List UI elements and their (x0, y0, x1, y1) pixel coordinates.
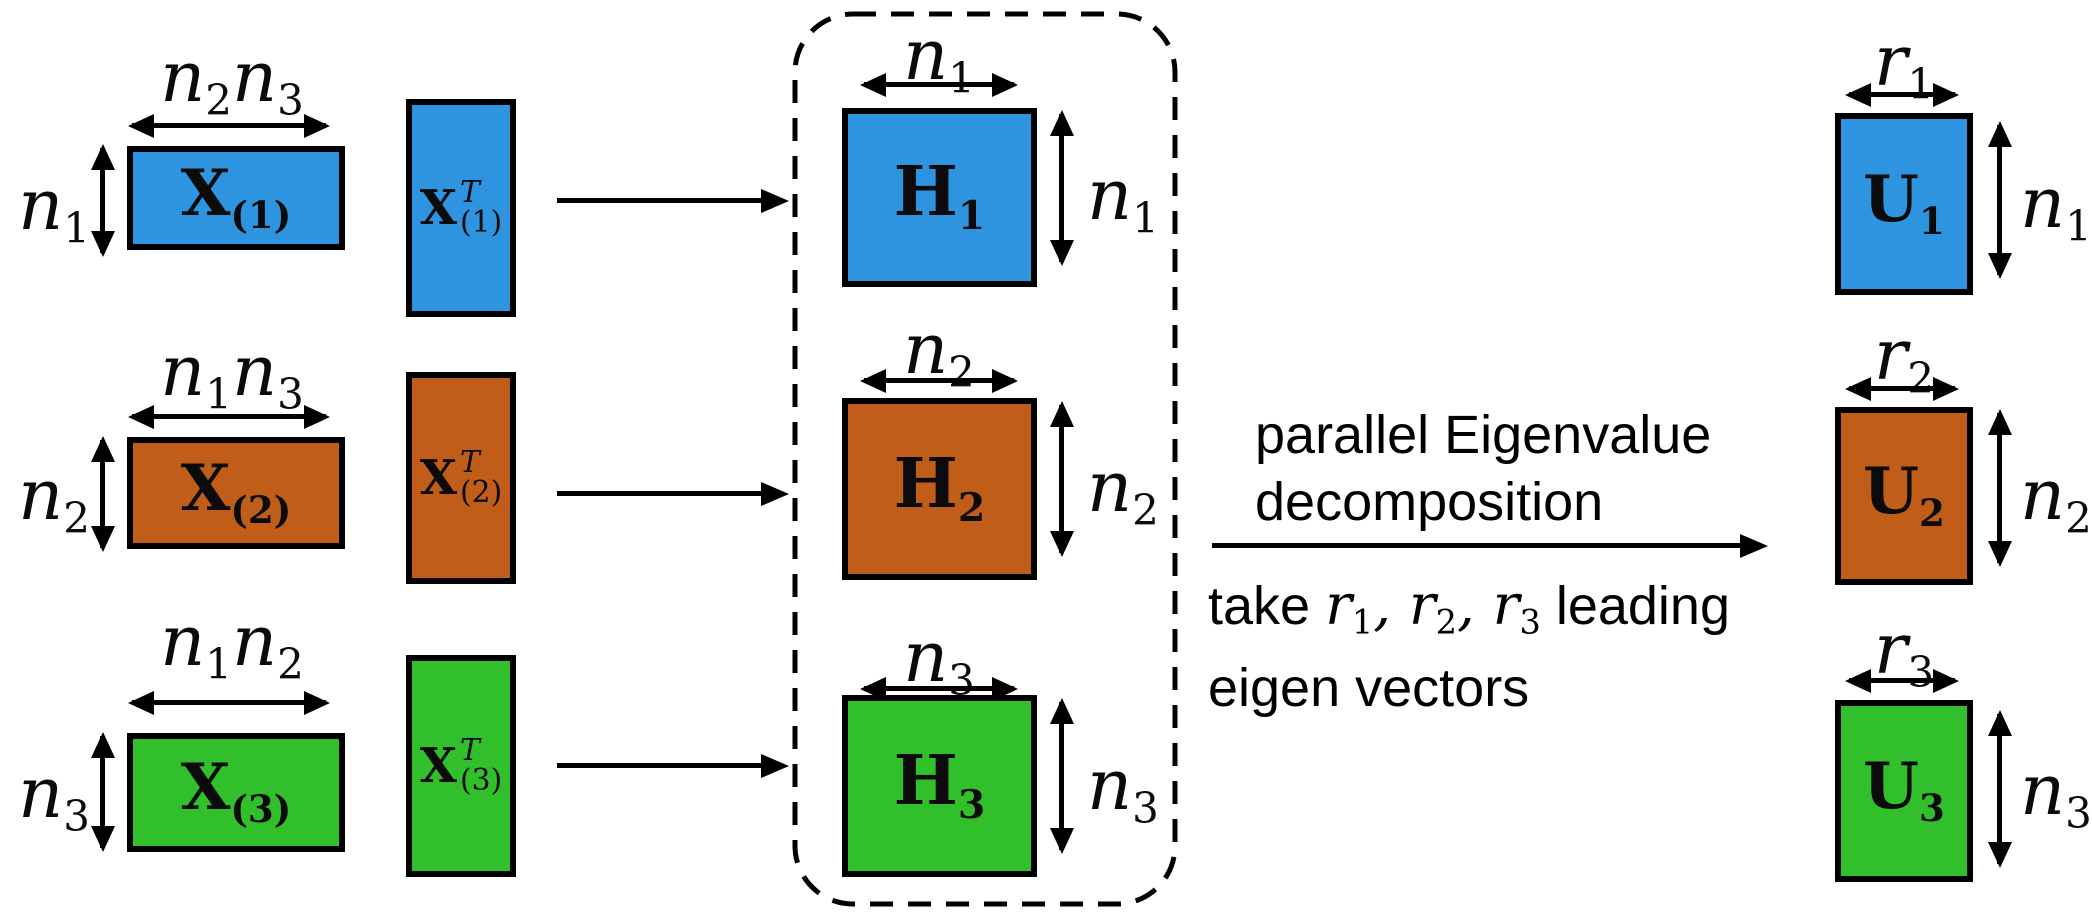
x3-width-arrow (132, 700, 326, 705)
x1-height-label: n1 (18, 164, 90, 253)
x1-width-arrow (132, 123, 326, 128)
h3-width-label: n3 (903, 616, 975, 705)
eigendecomposition-arrow (1212, 543, 1740, 548)
h1-label: H1 (893, 152, 986, 240)
gram-matrices-group-box (792, 11, 1178, 907)
h3-label: H3 (893, 740, 986, 828)
h2-width-arrow (864, 378, 1014, 383)
h2-label: H2 (893, 443, 986, 531)
matrix-x1: X(1) (127, 146, 345, 250)
matrix-x3: X(3) (127, 733, 345, 852)
caption-line-2: decomposition (1255, 472, 1604, 532)
x1-to-h1-arrow (557, 198, 761, 203)
u2-height-label: n2 (2020, 454, 2092, 543)
caption-line-1: parallel Eigenvalue (1255, 405, 1712, 465)
x2-width-arrow (132, 414, 326, 419)
u1-height-arrow (1997, 125, 2002, 275)
x1-width-label: n2n3 (160, 36, 304, 125)
matrix-u1: U1 (1835, 113, 1973, 295)
h2-width-label: n2 (903, 308, 975, 397)
u1-label: U1 (1863, 161, 1945, 243)
x1-height-arrow (100, 148, 105, 253)
u3-height-label: n3 (2020, 749, 2092, 838)
x2-height-arrow (100, 440, 105, 548)
matrix-h2: H2 (842, 398, 1037, 580)
h2-height-arrow (1059, 405, 1064, 553)
x2-to-h2-arrow (557, 491, 761, 496)
matrix-u2: U2 (1835, 407, 1973, 585)
u3-width-label: r3 (1873, 608, 1935, 697)
h1-width-arrow (864, 82, 1014, 87)
matrix-h3: H3 (842, 695, 1037, 877)
u2-height-arrow (1997, 413, 2002, 563)
x3-height-arrow (100, 736, 105, 848)
h1-height-label: n1 (1087, 154, 1159, 243)
u1-width-arrow (1849, 92, 1955, 97)
eigendecomposition-caption-below: take r1, r2, r3 leading eigen vectors (1208, 572, 1730, 722)
x2-width-label: n1n3 (160, 330, 304, 419)
x3-height-label: n3 (18, 752, 90, 841)
u3-height-arrow (1997, 714, 2002, 864)
u2-label: U2 (1863, 453, 1945, 535)
x1-label: X(1) (180, 155, 292, 237)
h1-height-arrow (1059, 114, 1064, 262)
u2-width-label: r2 (1873, 314, 1935, 403)
eigendecomposition-caption-above: parallel Eigenvalue decomposition (1255, 402, 1711, 536)
u3-width-arrow (1849, 678, 1955, 683)
caption-line-3: take r1, r2, r3 leading (1208, 573, 1730, 642)
matrix-h1: H1 (842, 108, 1037, 287)
u3-label: U3 (1863, 748, 1945, 830)
x3-width-label: n1n2 (160, 600, 304, 689)
u1-height-label: n1 (2020, 162, 2092, 251)
u2-width-arrow (1849, 386, 1955, 391)
h3-height-label: n3 (1087, 744, 1159, 833)
h3-height-arrow (1059, 702, 1064, 850)
x3-to-h3-arrow (557, 763, 761, 768)
x3-label: X(3) (180, 750, 292, 832)
x2-height-label: n2 (18, 454, 90, 543)
h3-width-arrow (864, 686, 1014, 691)
h2-height-label: n2 (1087, 446, 1159, 535)
matrix-x2: X(2) (127, 437, 345, 549)
u1-width-label: r1 (1873, 20, 1935, 109)
caption-line-4: eigen vectors (1208, 658, 1530, 719)
x2-label: X(2) (180, 450, 292, 532)
matrix-u3: U3 (1835, 700, 1973, 882)
h1-width-label: n1 (903, 14, 975, 103)
